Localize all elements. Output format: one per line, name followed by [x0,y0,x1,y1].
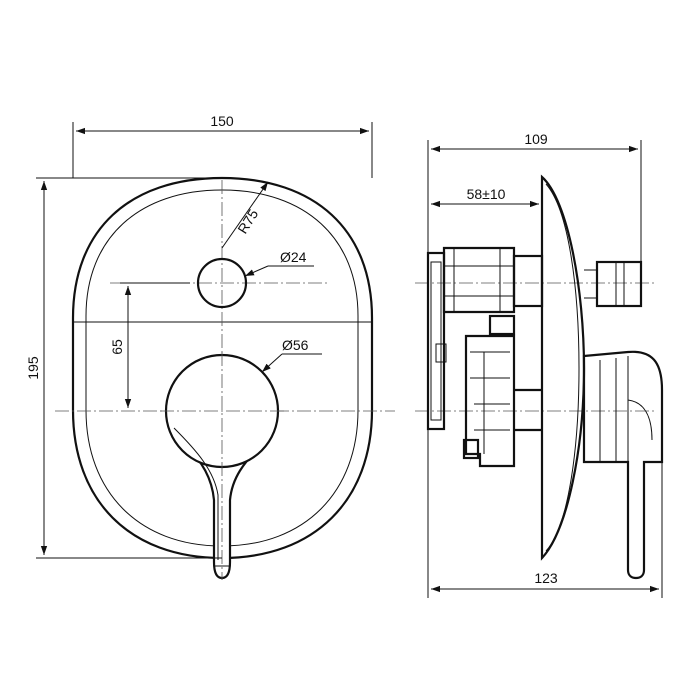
side-valve-body-lower [464,334,516,468]
side-mount-flange-inner [430,261,442,421]
dim-width-label: 150 [210,113,234,129]
side-handle-body [582,350,664,580]
side-valve-body-detail [444,248,514,312]
dim-radius: R75 [221,181,269,249]
dim-depth-handle-label: 123 [534,570,558,586]
dim-radius-label: R75 [234,206,261,236]
dim-width: 150 [72,113,373,178]
dim-hole-label: Ø24 [280,249,307,265]
side-screw-block [488,314,516,336]
dim-depth-handle: 123 [427,429,663,598]
dim-handle-dia-label: Ø56 [282,337,309,353]
lever-handle [160,352,284,580]
side-diverter-knob-detail [584,262,625,306]
diverter-hole [196,257,248,309]
side-view: 109 58±10 123 [415,131,664,598]
dim-hole: Ø24 [244,249,314,277]
dim-height: 195 [25,177,222,559]
dim-handle-dia: Ø56 [261,337,322,373]
lever-arm-inner [173,427,219,560]
side-bottom-lug [462,438,480,460]
side-connector-upper [512,254,544,308]
dim-depth-total: 109 [427,131,642,262]
front-view: 150 195 65 R75 Ø24 Ø [25,113,395,580]
side-mount-flange [426,251,446,431]
dim-offset-label: 65 [109,339,125,355]
side-diverter-knob [595,260,643,308]
cover-plate-outline [71,176,374,560]
dim-offset: 65 [109,282,190,408]
side-plate-rim [545,183,580,552]
side-plate-profile [540,174,586,561]
dim-depth-adjust: 58±10 [431,186,543,210]
dim-depth-total-label: 109 [524,131,548,147]
side-handle-body-detail [599,356,653,462]
dim-height-label: 195 [25,356,41,380]
side-valve-body-upper [442,246,516,314]
cover-plate-inner [85,189,359,547]
side-bolt [435,343,447,363]
side-valve-body-lower-detail [470,351,510,454]
dim-depth-adjust-label: 58±10 [467,186,506,202]
